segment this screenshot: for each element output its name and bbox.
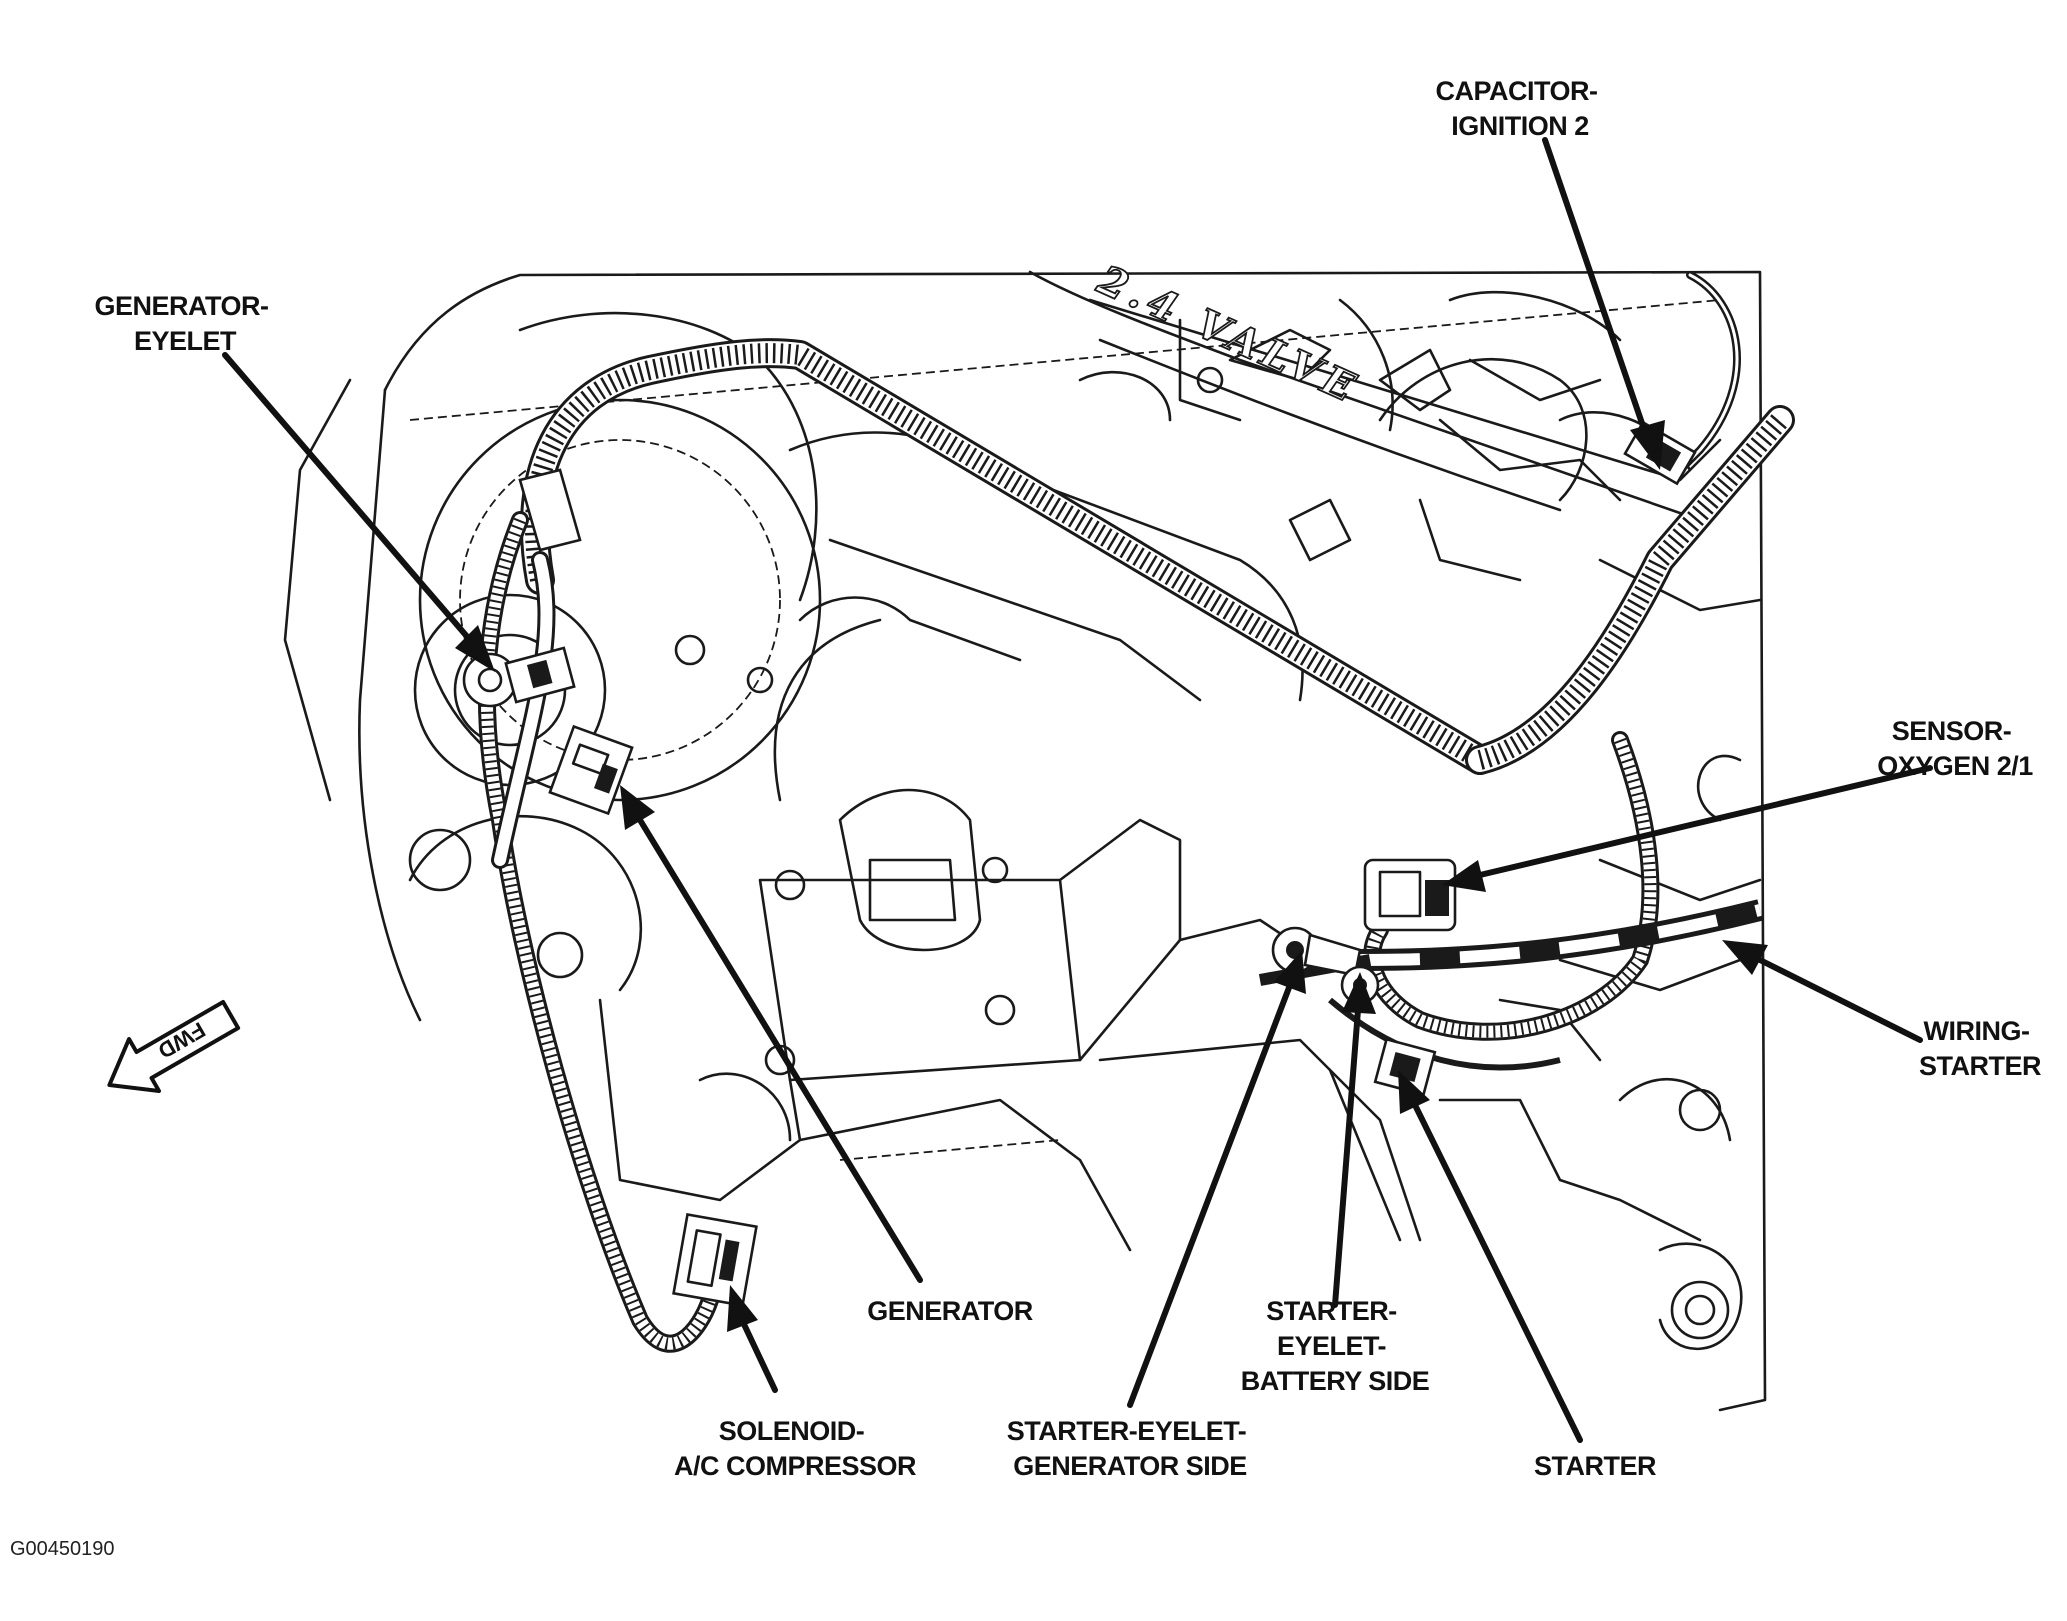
generator-eyelet-terminal [462, 646, 576, 708]
starter-connector [1373, 1037, 1437, 1097]
oxygen-sensor-connector [1363, 858, 1457, 932]
label-generator: GENERATOR [867, 1296, 1033, 1326]
label-starter-eyelet-generator-side: STARTER-EYELET- GENERATOR SIDE [1007, 1416, 1254, 1481]
harness-components [462, 420, 1697, 1307]
forward-direction-arrow: FWD [107, 1000, 241, 1093]
generator-connector [548, 724, 634, 816]
callout-labels: CAPACITOR- IGNITION 2 GENERATOR- EYELET … [94, 76, 2041, 1481]
figure-id: G00450190 [10, 1538, 115, 1560]
solenoid-ac-compressor-connector [672, 1213, 758, 1307]
label-sensor-oxygen-2-1: SENSOR- OXYGEN 2/1 [1877, 716, 2033, 781]
label-starter: STARTER [1534, 1451, 1656, 1481]
leader-lines [222, 137, 1933, 1443]
label-generator-eyelet: GENERATOR- EYELET [94, 291, 275, 356]
label-starter-eyelet-battery-side: STARTER- EYELET- BATTERY SIDE [1241, 1296, 1430, 1396]
label-wiring-starter: WIRING- STARTER [1919, 1016, 2041, 1081]
starter-eyelet-generator-side-terminal [1271, 926, 1362, 977]
label-capacitor-ignition-2: CAPACITOR- IGNITION 2 [1435, 76, 1604, 141]
label-solenoid-ac-compressor: SOLENOID- A/C COMPRESSOR [674, 1416, 916, 1481]
